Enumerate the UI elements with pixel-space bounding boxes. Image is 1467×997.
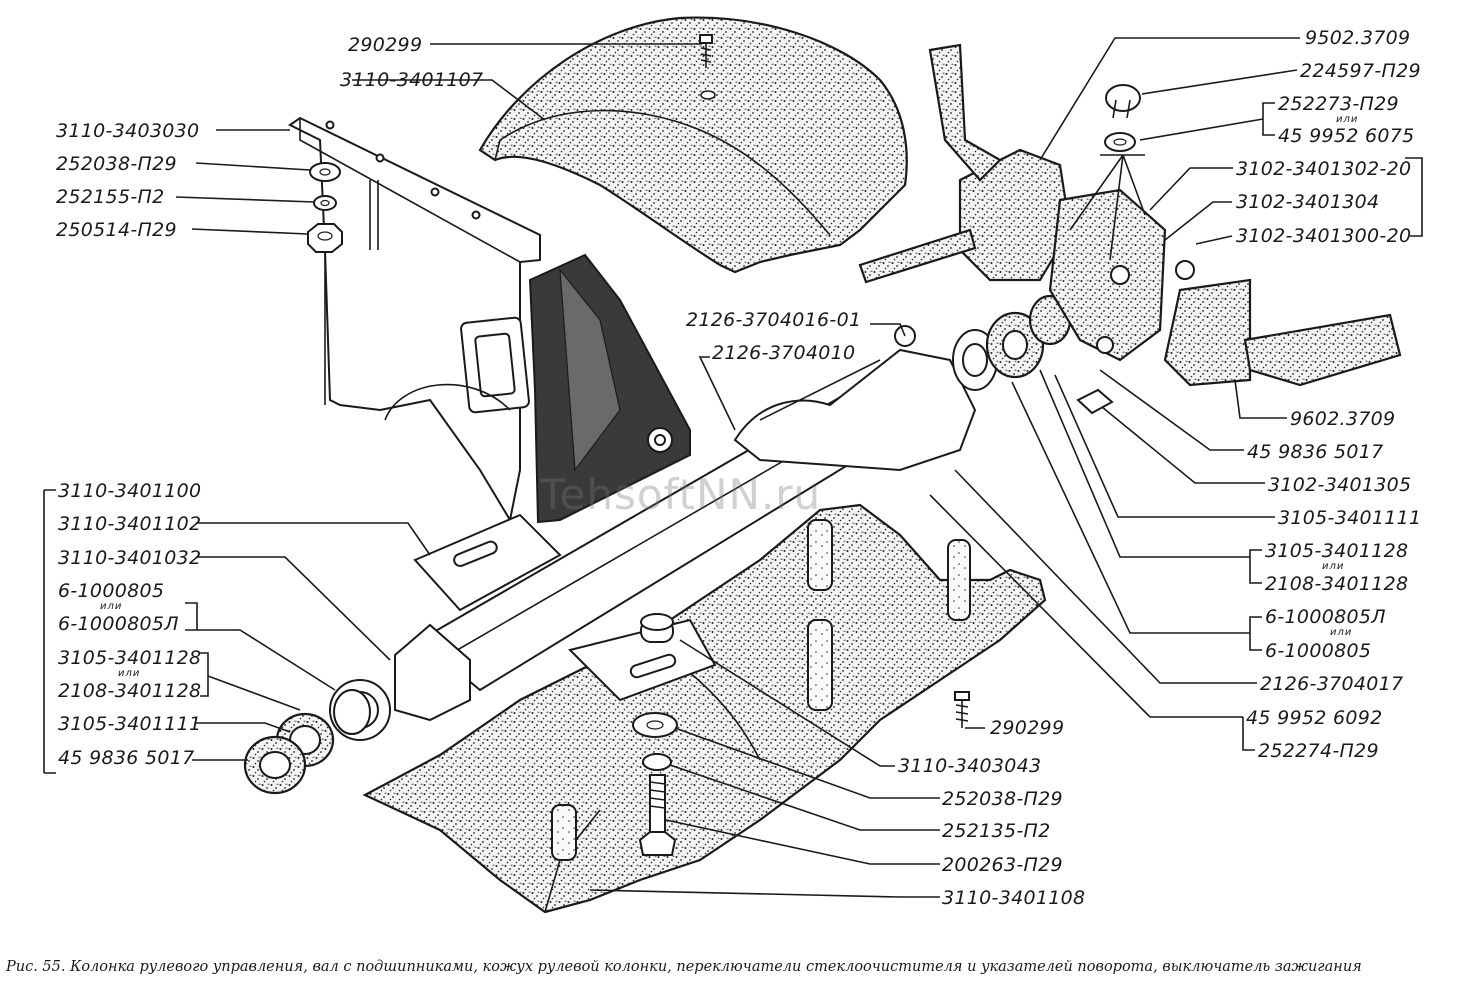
label-6-1000805L-a: 6-1000805Л xyxy=(58,613,179,635)
label-459952-6092: 45 9952 6092 xyxy=(1246,707,1383,729)
label-3110-3401032: 3110-3401032 xyxy=(58,547,201,569)
or-1: или xyxy=(100,601,122,612)
label-3102-3401302-20: 3102-3401302-20 xyxy=(1236,158,1411,180)
label-252274-p29: 252274-П29 xyxy=(1258,740,1379,762)
label-3102-3401300-20: 3102-3401300-20 xyxy=(1236,225,1411,247)
clip-3102-3401305 xyxy=(1076,388,1114,415)
label-224597-p29: 224597-П29 xyxy=(1300,60,1421,82)
label-3105-3401128-a: 3105-3401128 xyxy=(58,647,201,669)
label-3105-3401128-b: 3105-3401128 xyxy=(1265,540,1408,562)
washer-252038 xyxy=(309,162,341,182)
label-2126-3704017: 2126-3704017 xyxy=(1260,673,1403,695)
label-3105-3401111-b: 3105-3401111 xyxy=(1278,507,1421,529)
label-3110-3401100: 3110-3401100 xyxy=(58,480,201,502)
screw-290299-bottom xyxy=(954,691,970,728)
label-6-1000805L-b: 6-1000805Л xyxy=(1265,606,1386,628)
label-3110-3401108: 3110-3401108 xyxy=(942,887,1085,909)
leader-lines xyxy=(43,37,1423,898)
bolt-200263 xyxy=(638,774,677,856)
lock-washer-252155 xyxy=(313,195,337,211)
label-290299-bottom: 290299 xyxy=(990,717,1064,739)
label-250514-p29: 250514-П29 xyxy=(56,219,177,241)
label-3102-3401305: 3102-3401305 xyxy=(1268,474,1411,496)
label-2108-3401128-a: 2108-3401128 xyxy=(58,680,201,702)
label-9602-3709: 9602.3709 xyxy=(1290,408,1395,430)
bracket-3110-3403030 xyxy=(288,116,541,523)
figure-caption: Рис. 55. Колонка рулевого управления, ва… xyxy=(6,959,1362,975)
or-4: или xyxy=(1322,561,1344,572)
parts-layer xyxy=(243,16,1402,914)
label-252135-p2: 252135-П2 xyxy=(942,820,1050,842)
spacer-3110-3403043 xyxy=(640,613,674,643)
part-labels: 290299 3110-3401107 3110-3403030 252038-… xyxy=(56,27,1421,909)
screw-224597 xyxy=(1105,84,1141,119)
combination-switch xyxy=(858,43,1402,387)
label-459952-6075: 45 9952 6075 xyxy=(1278,125,1415,147)
label-3105-3401111-a: 3105-3401111 xyxy=(58,713,201,735)
label-3110-3403030: 3110-3403030 xyxy=(56,120,199,142)
or-5: или xyxy=(1330,627,1352,638)
label-252155-p2: 252155-П2 xyxy=(56,186,164,208)
label-3102-3401304: 3102-3401304 xyxy=(1236,191,1379,213)
watermark: TehsoftNN.ru xyxy=(540,470,822,519)
bushing-left xyxy=(243,735,307,795)
label-252038-p29-a: 252038-П29 xyxy=(56,153,177,175)
nut-250514 xyxy=(307,223,343,253)
switch-bracket xyxy=(733,325,977,472)
label-3110-3401102: 3110-3401102 xyxy=(58,513,201,535)
washer-252273 xyxy=(1104,132,1136,152)
spring-right xyxy=(985,311,1045,379)
label-290299-top: 290299 xyxy=(348,34,422,56)
label-3110-3403043: 3110-3403043 xyxy=(898,755,1041,777)
shaft-left-end xyxy=(329,623,471,741)
label-459836-5017-b: 45 9836 5017 xyxy=(1247,441,1384,463)
label-459836-5017-a: 45 9836 5017 xyxy=(58,747,195,769)
upper-shroud xyxy=(478,16,908,274)
label-200263-p29: 200263-П29 xyxy=(942,854,1063,876)
or-3: или xyxy=(1336,114,1358,125)
washer-252038-bottom xyxy=(632,712,678,738)
label-2126-3704010: 2126-3704010 xyxy=(712,342,855,364)
label-252038-p29-b: 252038-П29 xyxy=(942,788,1063,810)
label-6-1000805-b: 6-1000805 xyxy=(1265,640,1371,662)
label-9502-3709: 9502.3709 xyxy=(1305,27,1410,49)
label-2108-3401128-b: 2108-3401128 xyxy=(1265,573,1408,595)
or-2: или xyxy=(118,668,140,679)
label-2126-3704016-01: 2126-3704016-01 xyxy=(686,309,861,331)
label-3110-3401107: 3110-3401107 xyxy=(340,69,483,91)
label-6-1000805-a: 6-1000805 xyxy=(58,580,164,602)
bracket-gusset xyxy=(528,253,691,524)
label-252273-p29: 252273-П29 xyxy=(1278,93,1399,115)
screw-290299-top xyxy=(699,34,713,68)
lock-washer-252135 xyxy=(642,753,672,771)
